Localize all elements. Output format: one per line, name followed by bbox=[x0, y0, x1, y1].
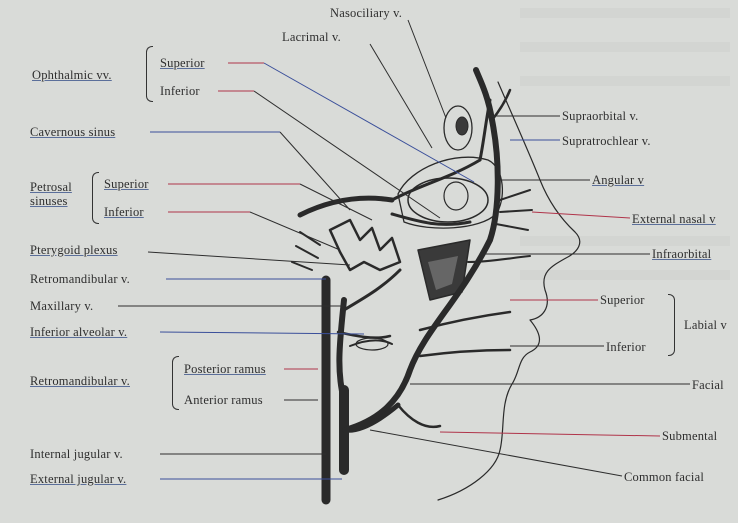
label-sinuses: sinuses bbox=[30, 194, 68, 208]
label-anterior-ramus: Anterior ramus bbox=[184, 393, 263, 407]
label-common-facial: Common facial bbox=[624, 470, 704, 484]
retromandibular-vein bbox=[339, 300, 344, 400]
label-submental: Submental bbox=[662, 429, 717, 443]
label-cavernous: Cavernous sinus bbox=[30, 125, 115, 139]
orbit-outline bbox=[398, 157, 502, 228]
superior-labial-vein bbox=[420, 312, 510, 330]
pterygoid-plexus bbox=[330, 220, 400, 270]
label-retromandibular: Retromandibular v. bbox=[30, 374, 130, 388]
label-supraorbital: Supraorbital v. bbox=[562, 109, 638, 123]
supraorbital-vein bbox=[480, 100, 490, 160]
ophthalmic-brace bbox=[146, 46, 153, 102]
label-petrosal-superior: Superior bbox=[104, 177, 149, 191]
label-facial: Facial bbox=[692, 378, 724, 392]
label-lacrimal: Lacrimal v. bbox=[282, 30, 341, 44]
eyeball bbox=[408, 178, 488, 222]
label-petrosal-inferior: Inferior bbox=[104, 205, 144, 219]
retromandibular-brace bbox=[172, 356, 179, 410]
submental-vein bbox=[398, 405, 440, 427]
label-nasociliary: Nasociliary v. bbox=[330, 6, 402, 20]
label-labial: Labial v bbox=[684, 318, 727, 332]
label-petrosal: Petrosal bbox=[30, 180, 72, 194]
iris bbox=[444, 182, 468, 210]
label-external-jugular: External jugular v. bbox=[30, 472, 126, 486]
label-ophthalmic-inferior: Inferior bbox=[160, 84, 200, 98]
label-internal-jugular: Internal jugular v. bbox=[30, 447, 123, 461]
label-supratrochlear: Supratrochlear v. bbox=[562, 134, 651, 148]
label-posterior-ramus: Posterior ramus bbox=[184, 362, 266, 376]
label-labial-superior: Superior bbox=[600, 293, 645, 307]
external-nasal-veins bbox=[496, 190, 532, 230]
inferior-alveolar-vein bbox=[338, 332, 390, 338]
label-pterygoid: Pterygoid plexus bbox=[30, 243, 118, 257]
label-angular: Angular v bbox=[592, 173, 644, 187]
label-maxillary: Maxillary v. bbox=[30, 299, 93, 313]
petrosal-brace bbox=[92, 172, 99, 224]
label-labial-inferior: Inferior bbox=[606, 340, 646, 354]
label-ophthalmic-superior: Superior bbox=[160, 56, 205, 70]
label-inferior-alveolar: Inferior alveolar v. bbox=[30, 325, 127, 339]
label-infraorbital: Infraorbital bbox=[652, 247, 711, 261]
label-retromandibular-v: Retromandibular v. bbox=[30, 272, 130, 286]
labial-brace bbox=[668, 294, 675, 356]
inferior-labial-vein bbox=[420, 350, 510, 356]
maxillary-vein bbox=[344, 270, 400, 310]
label-ophthalmic: Ophthalmic vv. bbox=[32, 68, 112, 82]
label-external-nasal: External nasal v bbox=[632, 212, 716, 226]
